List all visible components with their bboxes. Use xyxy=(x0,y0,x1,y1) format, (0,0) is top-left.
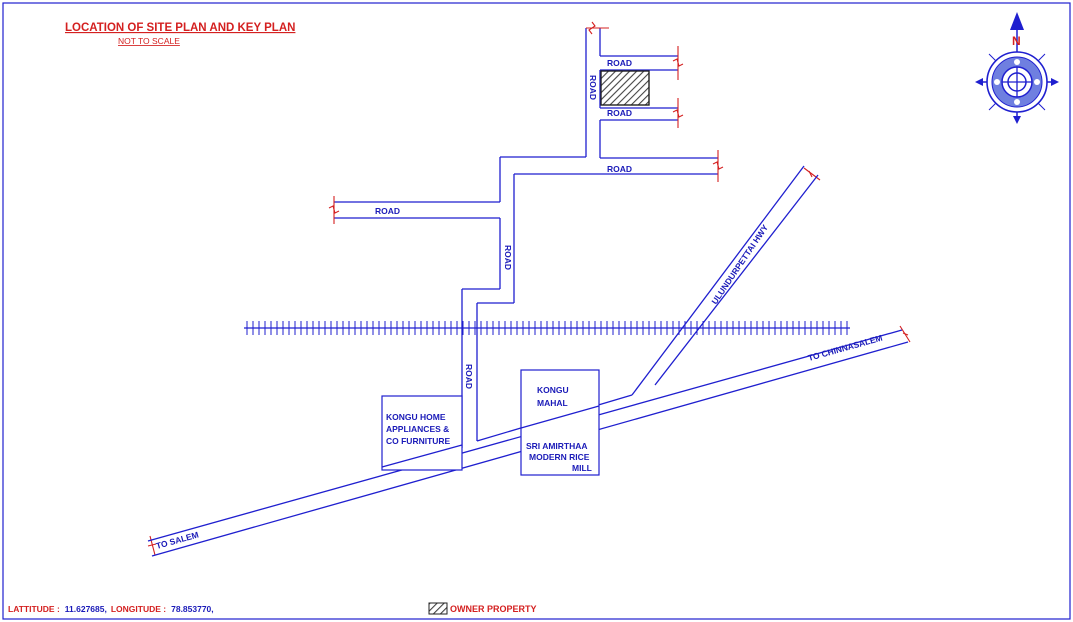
scale-note: NOT TO SCALE xyxy=(118,36,180,46)
kongu-mahal-line-1: KONGU xyxy=(537,385,569,395)
kongu-mahal-line-2: MAHAL xyxy=(537,398,568,408)
kongu-home-line-2: APPLIANCES & xyxy=(386,424,449,434)
rice-mill-label: SRI AMIRTHAA MODERN RICE MILL xyxy=(526,441,592,473)
rice-mill-line-1: SRI AMIRTHAA xyxy=(526,441,588,451)
rice-mill-line-3: MILL xyxy=(572,463,592,473)
road-label-mid-right: ROAD xyxy=(607,164,632,174)
road-label-top-right-upper: ROAD xyxy=(607,58,632,68)
road-label-vertical-mid: ROAD xyxy=(503,245,513,270)
kongu-home-line-1: KONGU HOME xyxy=(386,412,446,422)
road-label-top-right-lower: ROAD xyxy=(607,108,632,118)
longitude-value: 78.853770, xyxy=(171,604,214,614)
svg-text:LATTITUDE :11.627685,LONGITUDE: LATTITUDE : 11.627685, LONGITUDE : 78.85377… xyxy=(8,604,214,614)
kongu-mahal-label: KONGU MAHAL xyxy=(537,385,569,408)
owner-property xyxy=(600,70,650,106)
legend: OWNER PROPERTY xyxy=(428,602,537,615)
longitude-label: LONGITUDE : xyxy=(111,604,166,614)
plan-title: LOCATION OF SITE PLAN AND KEY PLAN xyxy=(65,22,295,34)
railway-line xyxy=(244,321,850,335)
road-label-left: ROAD xyxy=(375,206,400,216)
latitude-label: LATTITUDE : xyxy=(8,604,60,614)
legend-hatch-swatch xyxy=(428,602,448,615)
road-label-vertical-low: ROAD xyxy=(464,364,474,389)
road-label-top-vertical: ROAD xyxy=(588,75,598,100)
ulundurpettai-highway xyxy=(631,165,819,396)
rice-mill-line-2: MODERN RICE xyxy=(529,452,590,462)
compass-north-letter: N xyxy=(1012,34,1021,48)
north-compass-icon: N xyxy=(975,12,1059,124)
upper-road-network xyxy=(334,28,718,448)
to-chinnasalem-label: TO CHINNASALEM xyxy=(807,333,884,363)
latitude-value: 11.627685, xyxy=(65,604,107,614)
legend-label: OWNER PROPERTY xyxy=(450,604,537,614)
kongu-home-line-3: CO FURNITURE xyxy=(386,436,451,446)
road-break-markers xyxy=(147,21,911,556)
kongu-home-label: KONGU HOME APPLIANCES & CO FURNITURE xyxy=(386,412,451,446)
coordinates: LATTITUDE : 11.627685, LONGITUDE : 78.85377… xyxy=(8,604,214,614)
building-rice-mill xyxy=(520,369,600,476)
building-kongu-home xyxy=(381,395,463,471)
highway-label: ULUNDURPETTAI HWY xyxy=(709,222,770,306)
